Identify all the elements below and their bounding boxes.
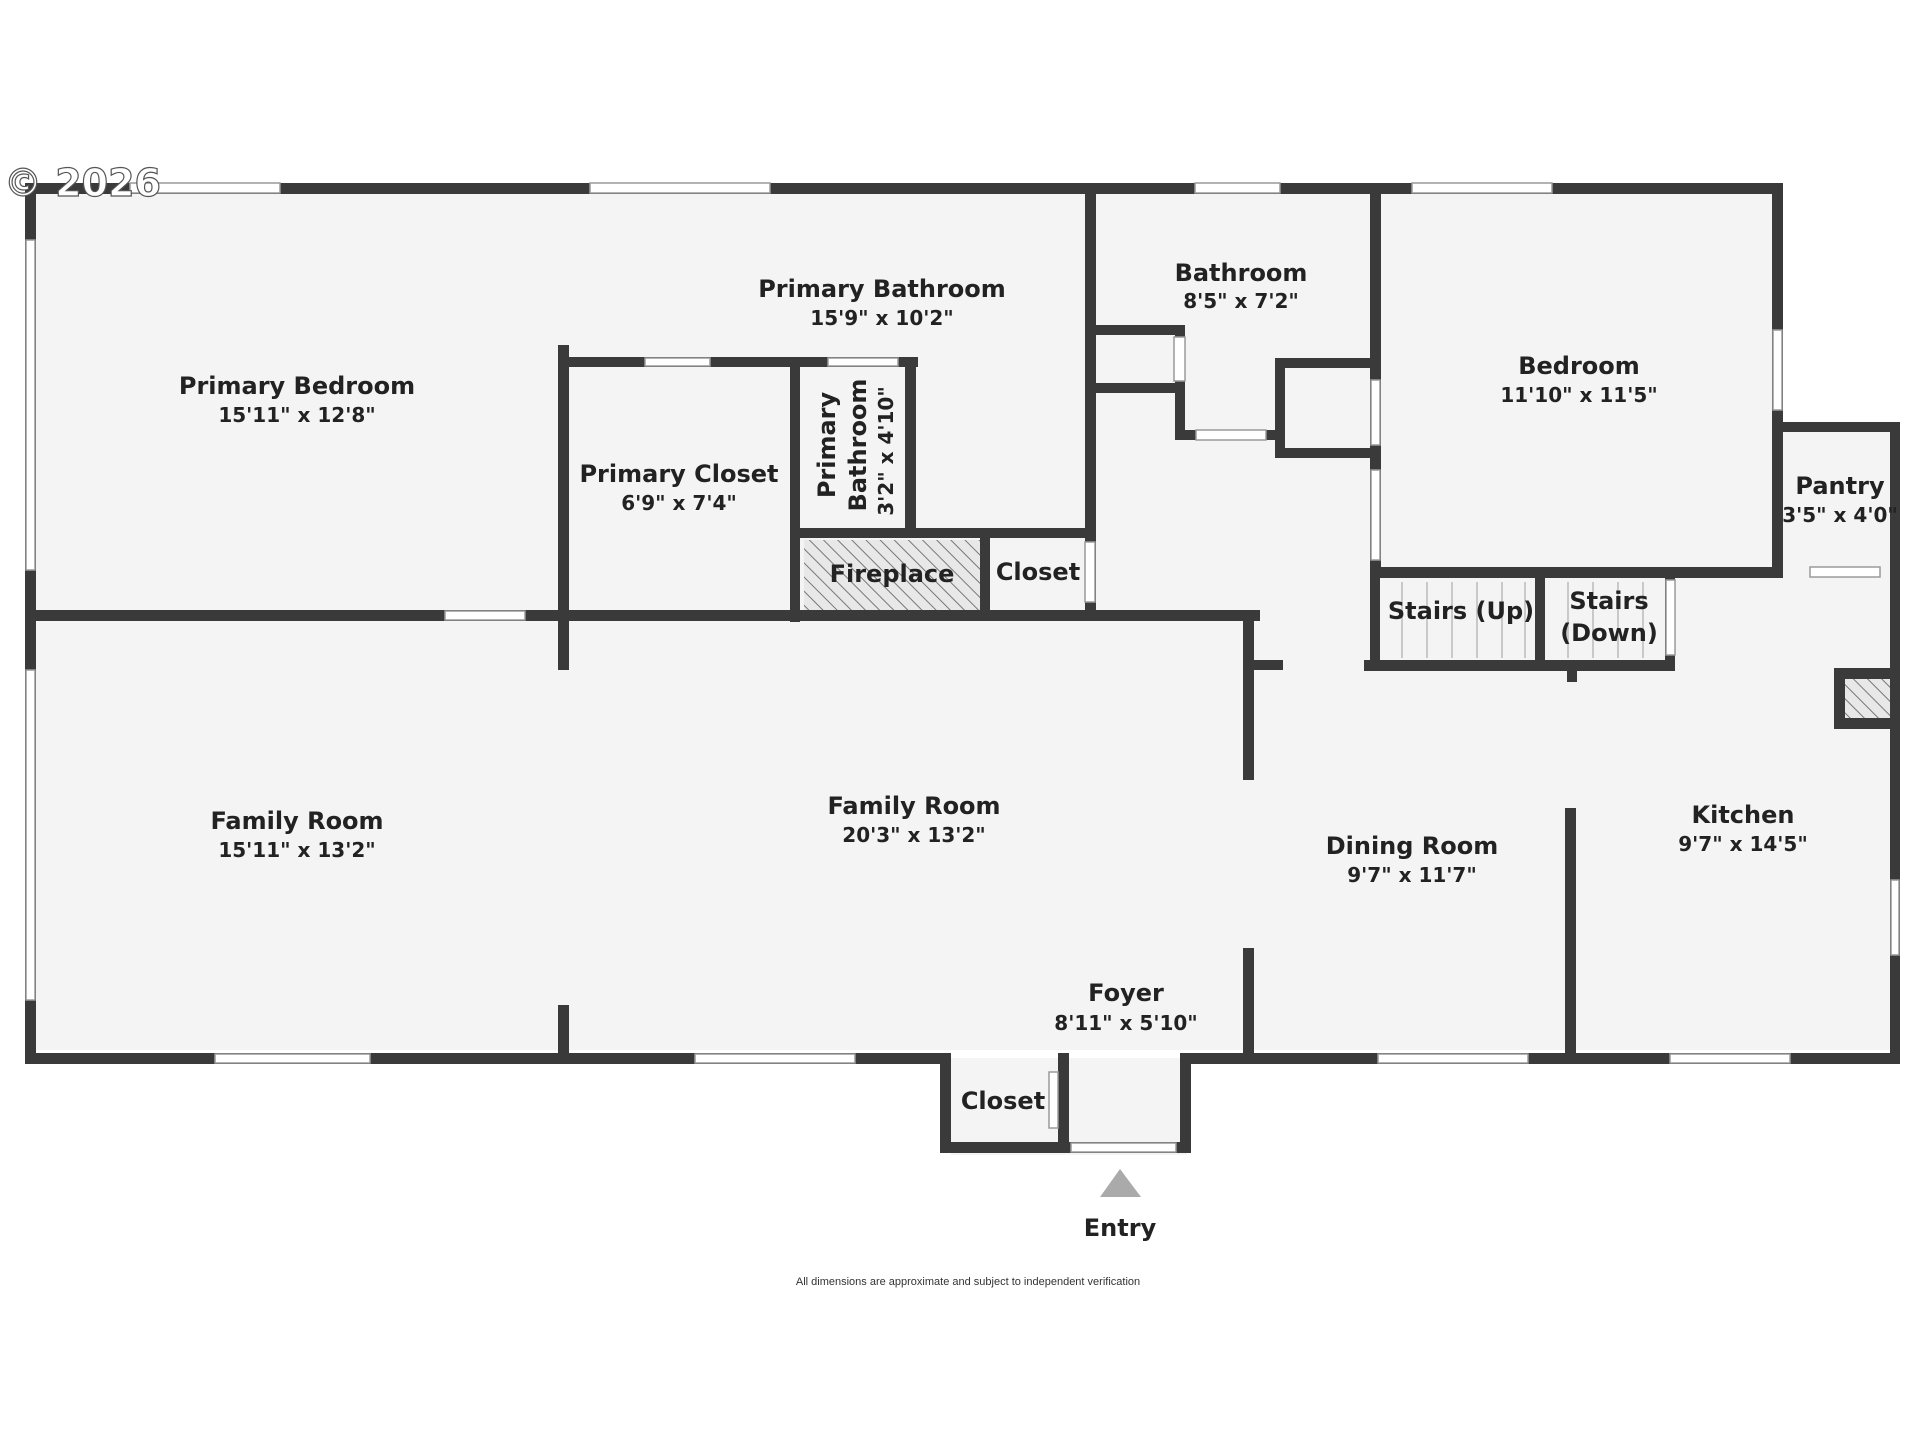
floor-fill: [33, 193, 1897, 1155]
room-label-family-room-left: Family Room: [210, 807, 383, 835]
room-label-family-room-center: Family Room: [827, 792, 1000, 820]
room-dims-foyer: 8'11" x 5'10": [1054, 1011, 1197, 1035]
walls: [25, 183, 1900, 1153]
room-label-stairs-down-a: Stairs: [1569, 587, 1648, 615]
room-label-closet-upper: Closet: [996, 558, 1080, 586]
room-dims-primary-bathroom-small: 3'2" x 4'10": [874, 386, 898, 516]
room-label-pantry: Pantry: [1795, 472, 1885, 500]
room-label-primary-bathroom-small-b: Bathroom: [844, 379, 872, 512]
room-label-foyer: Foyer: [1088, 979, 1164, 1007]
room-label-stairs-up: Stairs (Up): [1388, 597, 1534, 625]
room-label-bedroom: Bedroom: [1518, 352, 1640, 380]
room-label-closet-lower: Closet: [961, 1087, 1045, 1115]
room-dims-dining-room: 9'7" x 11'7": [1347, 863, 1477, 887]
room-label-primary-closet: Primary Closet: [579, 460, 778, 488]
room-dims-family-room-center: 20'3" x 13'2": [842, 823, 985, 847]
room-label-bathroom: Bathroom: [1175, 259, 1308, 287]
room-label-dining-room: Dining Room: [1326, 832, 1499, 860]
room-dims-bathroom: 8'5" x 7'2": [1183, 289, 1299, 313]
windows: [25, 182, 1900, 1153]
room-dims-primary-bedroom: 15'11" x 12'8": [218, 403, 375, 427]
footer-note: All dimensions are approximate and subje…: [796, 1276, 1140, 1288]
room-label-stairs-down-b: (Down): [1560, 619, 1658, 647]
room-labels: Primary Bedroom 15'11" x 12'8" Primary B…: [179, 259, 1898, 1115]
room-dims-primary-bathroom: 15'9" x 10'2": [810, 306, 953, 330]
room-dims-family-room-left: 15'11" x 13'2": [218, 838, 375, 862]
stairs-up-treads: [1401, 582, 1526, 658]
room-dims-bedroom: 11'10" x 11'5": [1500, 383, 1657, 407]
fireplace-hatch: [804, 540, 980, 610]
room-dims-kitchen: 9'7" x 14'5": [1678, 832, 1808, 856]
room-label-fireplace: Fireplace: [830, 560, 955, 588]
room-label-kitchen: Kitchen: [1692, 801, 1795, 829]
room-dims-primary-closet: 6'9" x 7'4": [621, 491, 737, 515]
copyright-mark: © 2026: [4, 161, 161, 205]
entry-label: Entry: [1084, 1214, 1157, 1242]
entry-arrow-icon: [1100, 1169, 1141, 1197]
room-dims-pantry: 3'5" x 4'0": [1782, 503, 1898, 527]
room-label-primary-bathroom-small-a: Primary: [813, 391, 841, 498]
room-label-primary-bathroom: Primary Bathroom: [758, 275, 1006, 303]
stairs-down-treads: [1567, 582, 1644, 658]
room-label-primary-bedroom: Primary Bedroom: [179, 372, 415, 400]
